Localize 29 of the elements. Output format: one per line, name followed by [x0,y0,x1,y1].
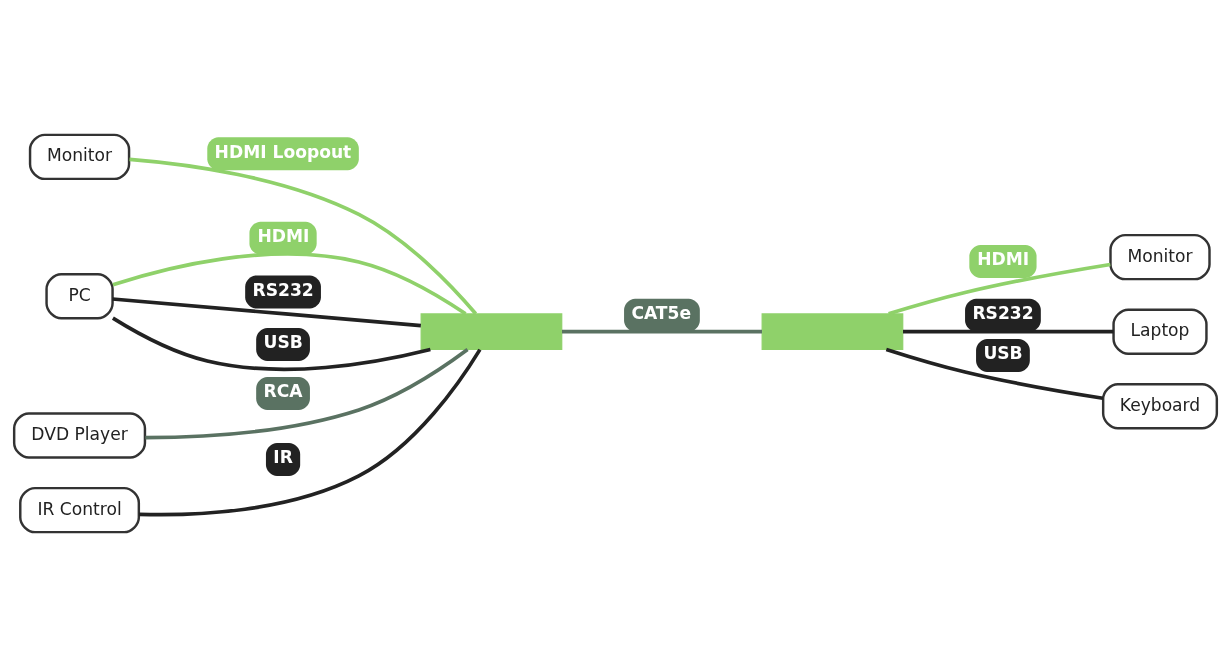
edge-label: HDMI [977,249,1030,270]
connector [888,262,1111,316]
connector [139,348,482,517]
node-box: Monitor [1109,233,1211,281]
edge-label: IR [273,447,293,468]
connector [112,252,467,316]
node-box [761,313,904,350]
connector [903,329,1114,334]
connector [145,348,469,440]
edge-label: HDMI Loopout [214,141,352,162]
edge-label: USB [983,343,1023,364]
connector [129,157,478,315]
edge-label: RCA [263,381,303,402]
node-box [420,313,563,350]
node-box: Laptop [1112,308,1208,355]
edge-label: HDMI [257,226,310,247]
connector [112,297,422,328]
node-box: PC [45,273,114,320]
node-box: IR Control [19,486,141,534]
edge-label: RS232 [972,303,1034,324]
connector [111,316,431,372]
node-box: Keyboard [1101,383,1219,430]
edge-label: USB [263,332,303,353]
node-box: Monitor [28,133,131,181]
edge-label: CAT5e [631,303,692,324]
connector [562,329,762,334]
connector [885,347,1104,401]
edge-label: RS232 [252,279,314,300]
node-box: DVD Player [12,412,147,459]
